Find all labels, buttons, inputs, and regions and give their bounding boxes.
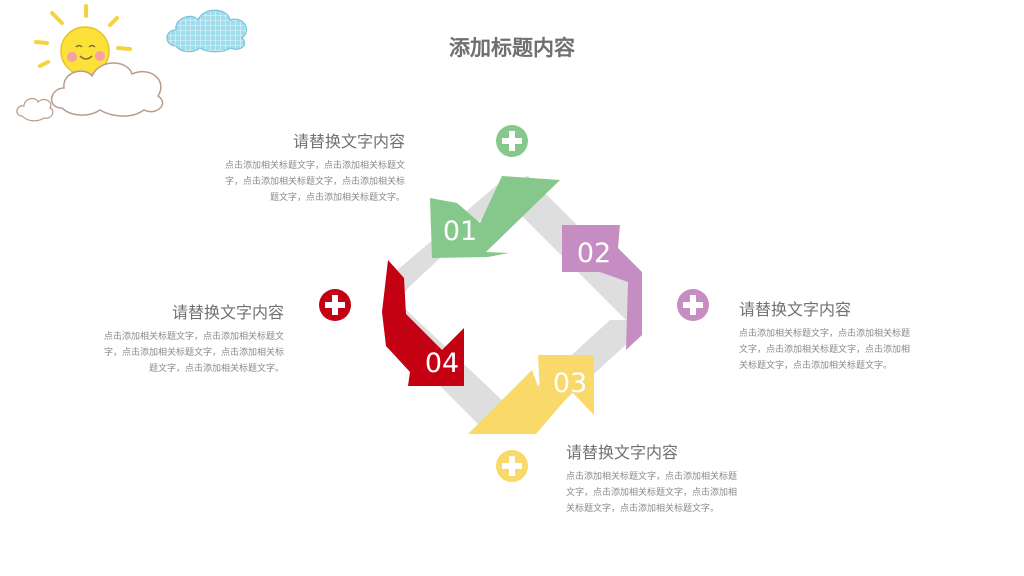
decoration-sun-clouds: [16, 4, 247, 122]
plus-circle-icon-purple: [677, 289, 709, 321]
step-04-body: 点击添加相关标题文字，点击添加相关标题文 字，点击添加相关标题文字，点击添加相关…: [103, 332, 284, 374]
step-03-text: 请替换文字内容 点击添加相关标题文字，点击添加相关标题 文字，点击添加相关标题文…: [566, 439, 766, 517]
step-02-arrow: [562, 225, 642, 350]
blue-cloud-icon: [166, 9, 247, 53]
step-02-text: 请替换文字内容 点击添加相关标题文字，点击添加相关标题 文字，点击添加相关标题文…: [739, 296, 939, 374]
small-cloud-icon: [16, 97, 54, 122]
sun-icon: [34, 4, 132, 68]
plus-circle-icon-green: [496, 125, 528, 157]
step-04-text: 请替换文字内容 点击添加相关标题文字，点击添加相关标题文 字，点击添加相关标题文…: [84, 299, 284, 377]
step-03-number: 03: [553, 368, 587, 399]
cycle-diagram: 01 02 03 04: [382, 176, 642, 434]
step-03-heading: 请替换文字内容: [566, 443, 679, 462]
step-01-body: 点击添加相关标题文字，点击添加相关标题文 字，点击添加相关标题文字，点击添加相关…: [224, 161, 405, 203]
step-04-number: 04: [425, 348, 459, 379]
step-01-text: 请替换文字内容 点击添加相关标题文字，点击添加相关标题文 字，点击添加相关标题文…: [205, 128, 405, 206]
step-02-body: 点击添加相关标题文字，点击添加相关标题 文字，点击添加相关标题文字，点击添加相 …: [739, 329, 911, 371]
plus-circle-icon-yellow: [496, 450, 528, 482]
cloud-icon: [51, 62, 164, 117]
step-02-number: 02: [577, 238, 611, 269]
step-01-arrow: [430, 176, 560, 258]
step-04-arrow: [382, 260, 464, 386]
step-04-heading: 请替换文字内容: [171, 303, 284, 322]
step-01-heading: 请替换文字内容: [292, 132, 405, 151]
step-03-arrow: [468, 355, 594, 434]
step-03-body: 点击添加相关标题文字，点击添加相关标题 文字，点击添加相关标题文字，点击添加相 …: [566, 472, 738, 514]
step-01-number: 01: [443, 216, 477, 247]
step-02-heading: 请替换文字内容: [739, 300, 852, 319]
plus-circle-icon-red: [319, 289, 351, 321]
sun-face: [60, 26, 110, 76]
page-title: 添加标题内容: [449, 36, 575, 60]
